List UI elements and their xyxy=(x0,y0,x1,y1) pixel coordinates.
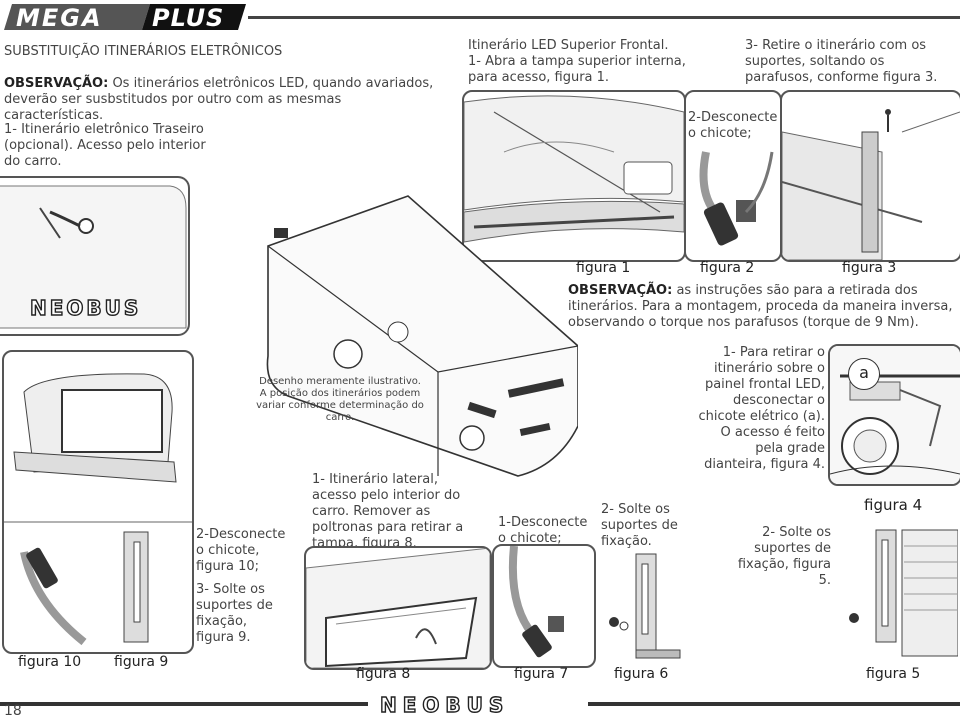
obs-text: Os itinerários eletrônicos LED, quando a… xyxy=(4,76,434,123)
rear-detail-image xyxy=(2,350,194,654)
bus-illustration xyxy=(258,176,579,496)
figure-3-caption: figura 3 xyxy=(842,260,897,276)
obs-label: OBSERVAÇÃO: xyxy=(4,76,109,91)
callout-a: a xyxy=(848,358,880,390)
header-rule xyxy=(248,16,960,19)
illustration-note: Desenho meramente ilustrativo. A posição… xyxy=(256,376,424,423)
figure-9-caption: figura 9 xyxy=(114,654,169,670)
figure-1-image xyxy=(462,90,686,262)
rear-step-1: 1- Itinerário eletrônico Traseiro (opcio… xyxy=(4,122,206,169)
front-obs-paragraph: OBSERVAÇÃO: as instruções são para a ret… xyxy=(568,283,956,331)
neobus-rear-text: NEOBUS xyxy=(30,296,141,318)
front-obs-label: OBSERVAÇÃO: xyxy=(568,283,673,298)
svg-text:MEGA: MEGA xyxy=(16,4,103,32)
footer: NEOBUS xyxy=(0,692,960,720)
grade-step-1: 1- Para retirar o itinerário sobre o pai… xyxy=(698,345,825,472)
figure-6-image xyxy=(600,546,700,662)
figure-1-caption: figura 1 xyxy=(576,260,631,276)
rear-step-2: 2-Desconecte o chicote, figura 10; xyxy=(196,527,286,574)
rear-step-3: 3- Solte os suportes de fixação, figura … xyxy=(196,582,273,645)
figure-8-image xyxy=(304,546,492,670)
page-number: 18 xyxy=(4,703,22,719)
grade-step-2: 2- Solte os suportes de fixação, figura … xyxy=(737,525,831,588)
footer-brand: NEOBUS xyxy=(380,693,509,717)
figure-8-caption: figura 8 xyxy=(356,666,411,682)
front-step-1: 1- Abra a tampa superior interna, para a… xyxy=(468,54,686,85)
figure-2-image xyxy=(684,90,782,262)
figure-7-caption: figura 7 xyxy=(514,666,569,682)
figure-5-caption: figura 5 xyxy=(866,666,921,682)
front-obs-text: as instruções são para a retirada dos it… xyxy=(568,283,953,330)
figure-3-image xyxy=(780,90,960,262)
figure-4-image xyxy=(828,344,960,486)
rear-panel-image xyxy=(0,176,190,336)
lateral-step-1: 1- Itinerário lateral, acesso pelo inter… xyxy=(312,472,464,551)
svg-text:PLUS: PLUS xyxy=(152,4,224,32)
lateral-step-2: 1-Desconecte o chicote; xyxy=(498,515,588,546)
front-step-2: 2-Desconecte o chicote; xyxy=(688,110,778,141)
front-intro: Itinerário LED Superior Frontal. xyxy=(468,38,669,53)
neobus-rear-logo: NEOBUS xyxy=(29,295,178,320)
figure-7-image xyxy=(492,544,596,668)
figure-5-image xyxy=(840,522,959,662)
front-step-3: 3- Retire o itinerário com os suportes, … xyxy=(745,38,938,85)
obs-paragraph: OBSERVAÇÃO: Os itinerários eletrônicos L… xyxy=(4,76,444,124)
section-heading: SUBSTITUIÇÃO ITINERÁRIOS ELETRÔNICOS xyxy=(4,44,283,59)
lateral-step-3: 2- Solte os suportes de fixação. xyxy=(601,502,678,549)
megaplus-logo: MEGA PLUS xyxy=(2,2,248,32)
figure-6-caption: figura 6 xyxy=(614,666,669,682)
figure-10-caption: figura 10 xyxy=(18,654,82,670)
figure-2-caption: figura 2 xyxy=(700,260,755,276)
figure-4-caption: figura 4 xyxy=(864,496,923,514)
